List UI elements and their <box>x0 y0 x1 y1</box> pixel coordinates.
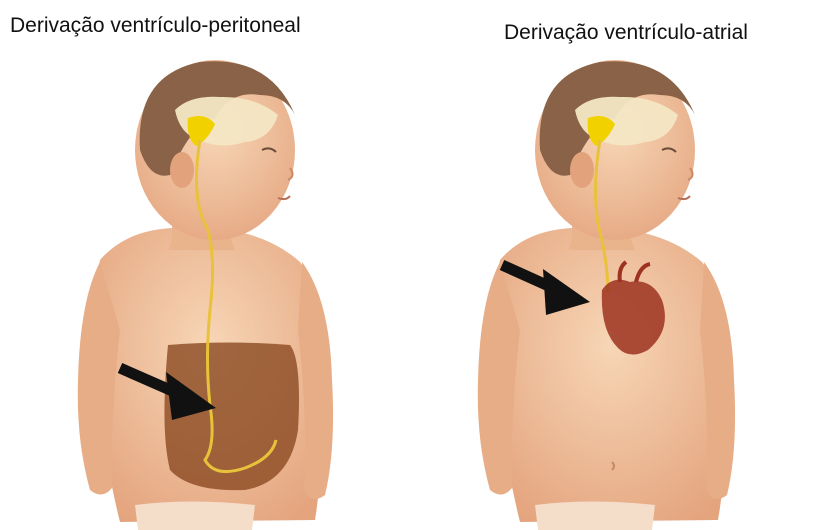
atrial-shunt-illustration <box>440 0 770 530</box>
legs <box>135 502 255 530</box>
legs <box>535 502 655 530</box>
ear <box>170 152 194 188</box>
peritoneal-shunt-illustration <box>40 0 370 530</box>
ear <box>570 152 594 188</box>
